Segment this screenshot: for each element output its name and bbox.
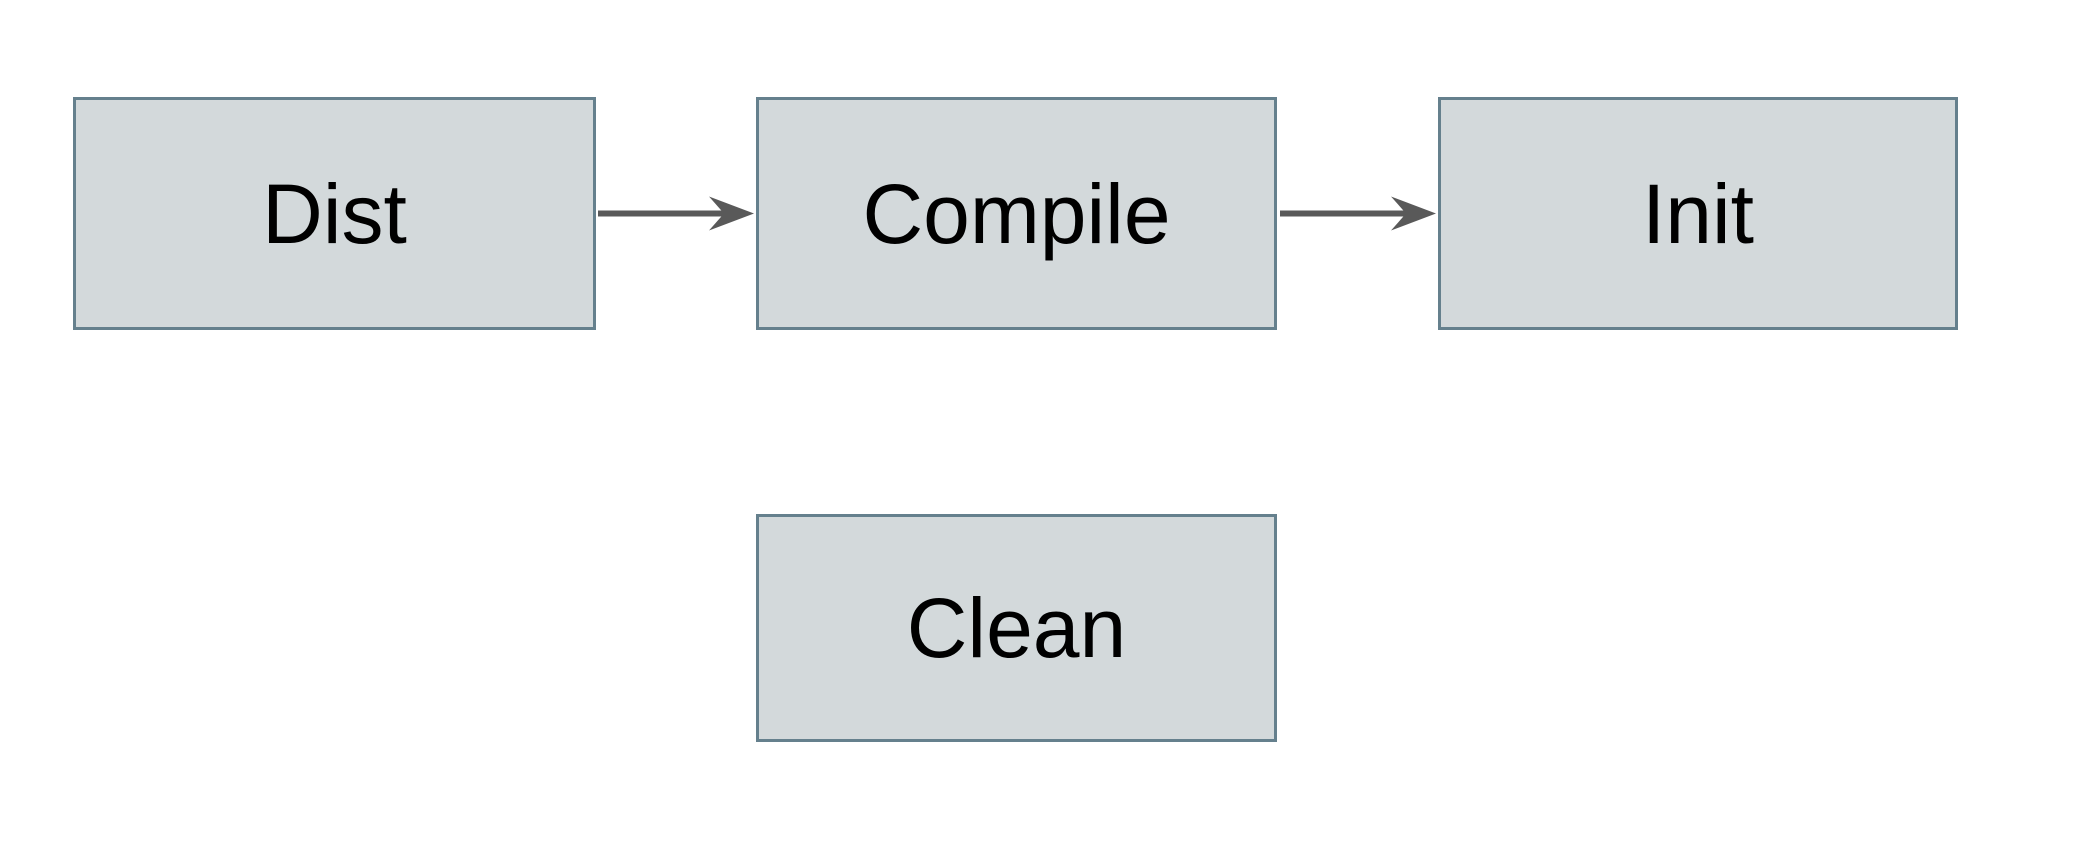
node-clean[interactable]: Clean bbox=[756, 514, 1277, 742]
node-clean-label: Clean bbox=[906, 581, 1127, 675]
node-init[interactable]: Init bbox=[1438, 97, 1958, 330]
node-compile[interactable]: Compile bbox=[756, 97, 1277, 330]
node-dist-label: Dist bbox=[262, 166, 407, 261]
arrow-compile-to-init bbox=[1280, 196, 1436, 231]
node-compile-label: Compile bbox=[862, 166, 1171, 261]
arrow-dist-to-compile bbox=[598, 196, 754, 231]
node-dist[interactable]: Dist bbox=[73, 97, 596, 330]
node-init-label: Init bbox=[1641, 166, 1755, 261]
